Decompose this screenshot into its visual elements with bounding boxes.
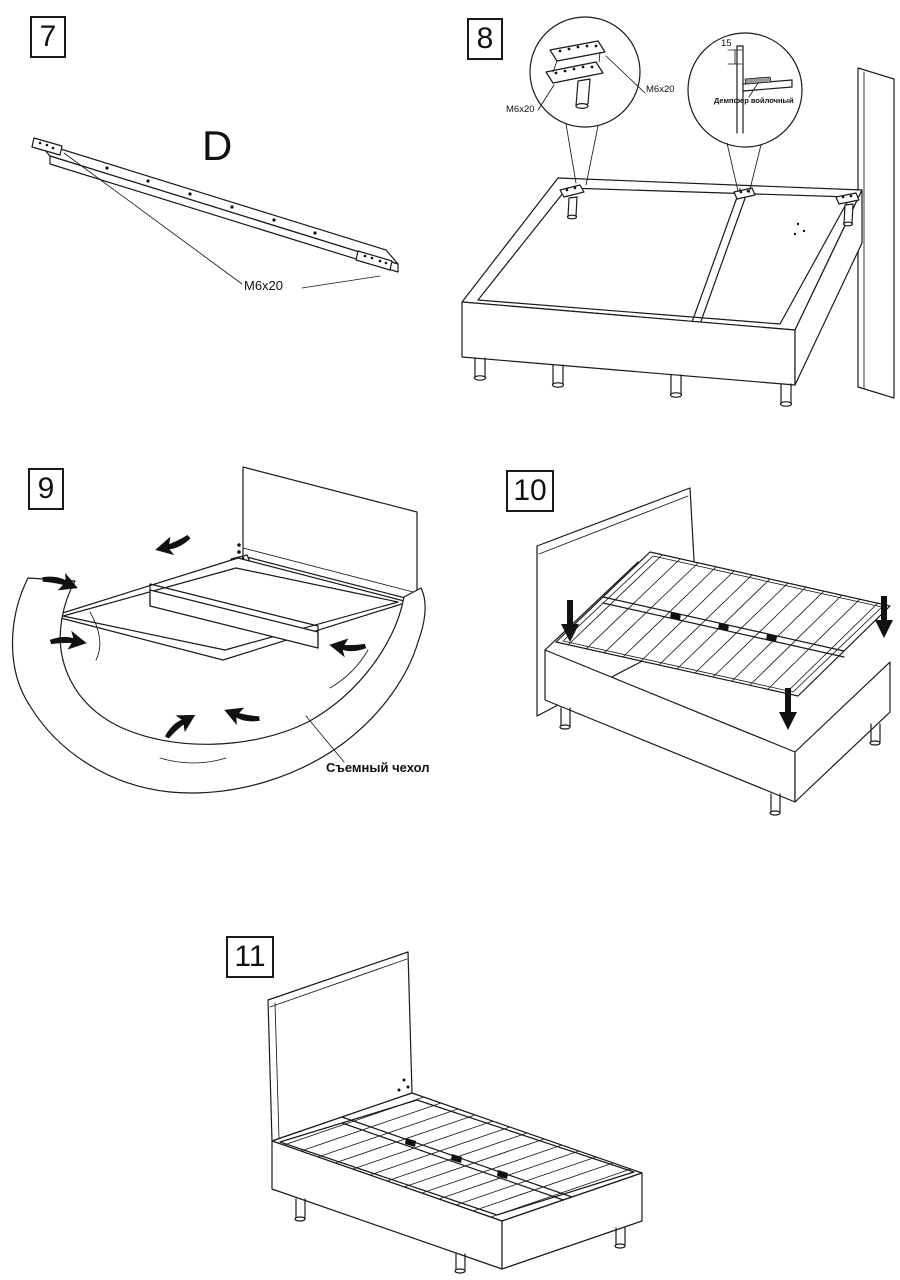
felt-damper-label: Демпфер войлочный xyxy=(714,96,794,105)
bed-box xyxy=(461,177,863,386)
step-11-number: 11 xyxy=(226,936,274,978)
gap-dimension-label: 15 xyxy=(721,38,732,49)
slat-base xyxy=(555,551,891,697)
pull-arrow-icon xyxy=(158,706,201,743)
callout-damper-detail xyxy=(687,32,803,194)
corner-bracket-left xyxy=(31,137,63,156)
bed-legs xyxy=(473,357,793,407)
removable-cover-label: Съемный чехол xyxy=(326,760,430,775)
slat-base xyxy=(271,1092,643,1222)
bed-box xyxy=(52,557,409,661)
screw-size-label: М6х20 xyxy=(244,278,284,293)
step11-finished-bed-figure xyxy=(267,951,643,1274)
step7-rail-figure xyxy=(31,137,399,289)
screw-size-label: М6х20 xyxy=(646,84,675,95)
removable-cover xyxy=(11,577,426,794)
step-9-number: 9 xyxy=(28,468,64,510)
step8-frame-figure xyxy=(461,16,895,407)
pull-arrow-icon xyxy=(220,701,263,732)
step9-cover-figure xyxy=(11,466,426,794)
step10-slatbase-figure xyxy=(536,487,893,816)
step-10-number: 10 xyxy=(506,470,554,512)
headboard-panel xyxy=(857,67,895,399)
bed-box xyxy=(544,561,891,816)
callout-bracket-detail xyxy=(529,16,646,186)
step-8-number: 8 xyxy=(467,18,503,60)
step-7-number: 7 xyxy=(30,16,66,58)
bed-box xyxy=(271,1078,643,1274)
part-label-d: D xyxy=(202,122,233,169)
corner-bracket-right xyxy=(355,250,393,271)
pull-arrow-icon xyxy=(152,531,194,560)
screw-size-label: М6х20 xyxy=(506,104,535,115)
pull-arrow-icon xyxy=(327,636,368,660)
